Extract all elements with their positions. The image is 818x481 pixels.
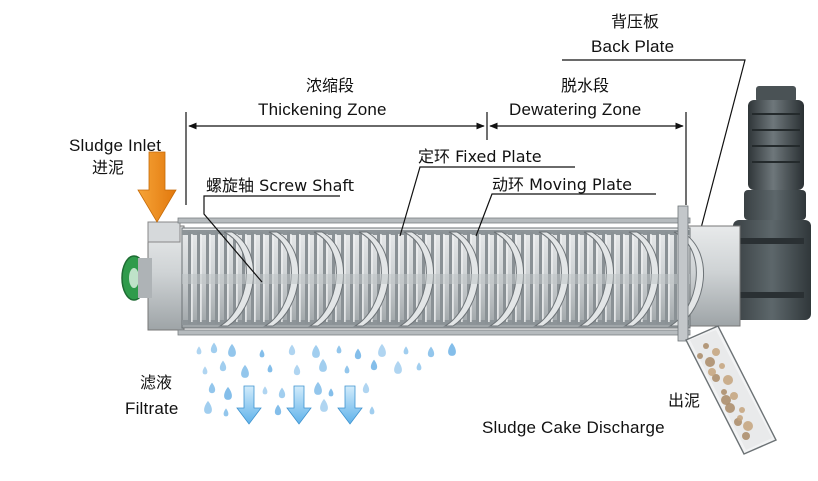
filtrate-label-en: Filtrate: [125, 399, 179, 418]
filtrate-arrows: [236, 385, 363, 425]
back-plate-label-en: Back Plate: [591, 37, 675, 56]
filtrate-label-zh: 滤液: [140, 373, 173, 392]
back-plate-label-zh: 背压板: [611, 12, 660, 31]
discharge-chute: [685, 325, 777, 455]
discharge-label-zh: 出泥: [668, 391, 701, 410]
discharge-label-en: Sludge Cake Discharge: [482, 418, 665, 437]
thickening-zone-label-zh: 浓缩段: [306, 76, 355, 95]
dewatering-zone-label-zh: 脱水段: [561, 76, 610, 95]
filtrate-droplets: [196, 342, 456, 417]
dewatering-zone-label-en: Dewatering Zone: [509, 100, 642, 119]
screw-shaft-label: 螺旋轴 Screw Shaft: [206, 176, 355, 195]
frame-rails: [177, 205, 691, 342]
part-leader-lines: [203, 166, 656, 283]
moving-plate-label: 动环 Moving Plate: [492, 175, 632, 194]
drum-assembly: [181, 227, 704, 329]
sludge-cake-particles: [697, 343, 753, 440]
thickening-zone-label-en: Thickening Zone: [258, 100, 387, 119]
sludge-inlet-arrow: [137, 151, 177, 223]
sludge-inlet-label-zh: 进泥: [92, 158, 125, 177]
fixed-plate-label: 定环 Fixed Plate: [418, 147, 542, 166]
end-housings: [121, 221, 741, 331]
sludge-inlet-label-en: Sludge Inlet: [69, 136, 162, 155]
zone-dimension-lines: [185, 112, 687, 205]
back-plate-leader: [562, 59, 746, 233]
